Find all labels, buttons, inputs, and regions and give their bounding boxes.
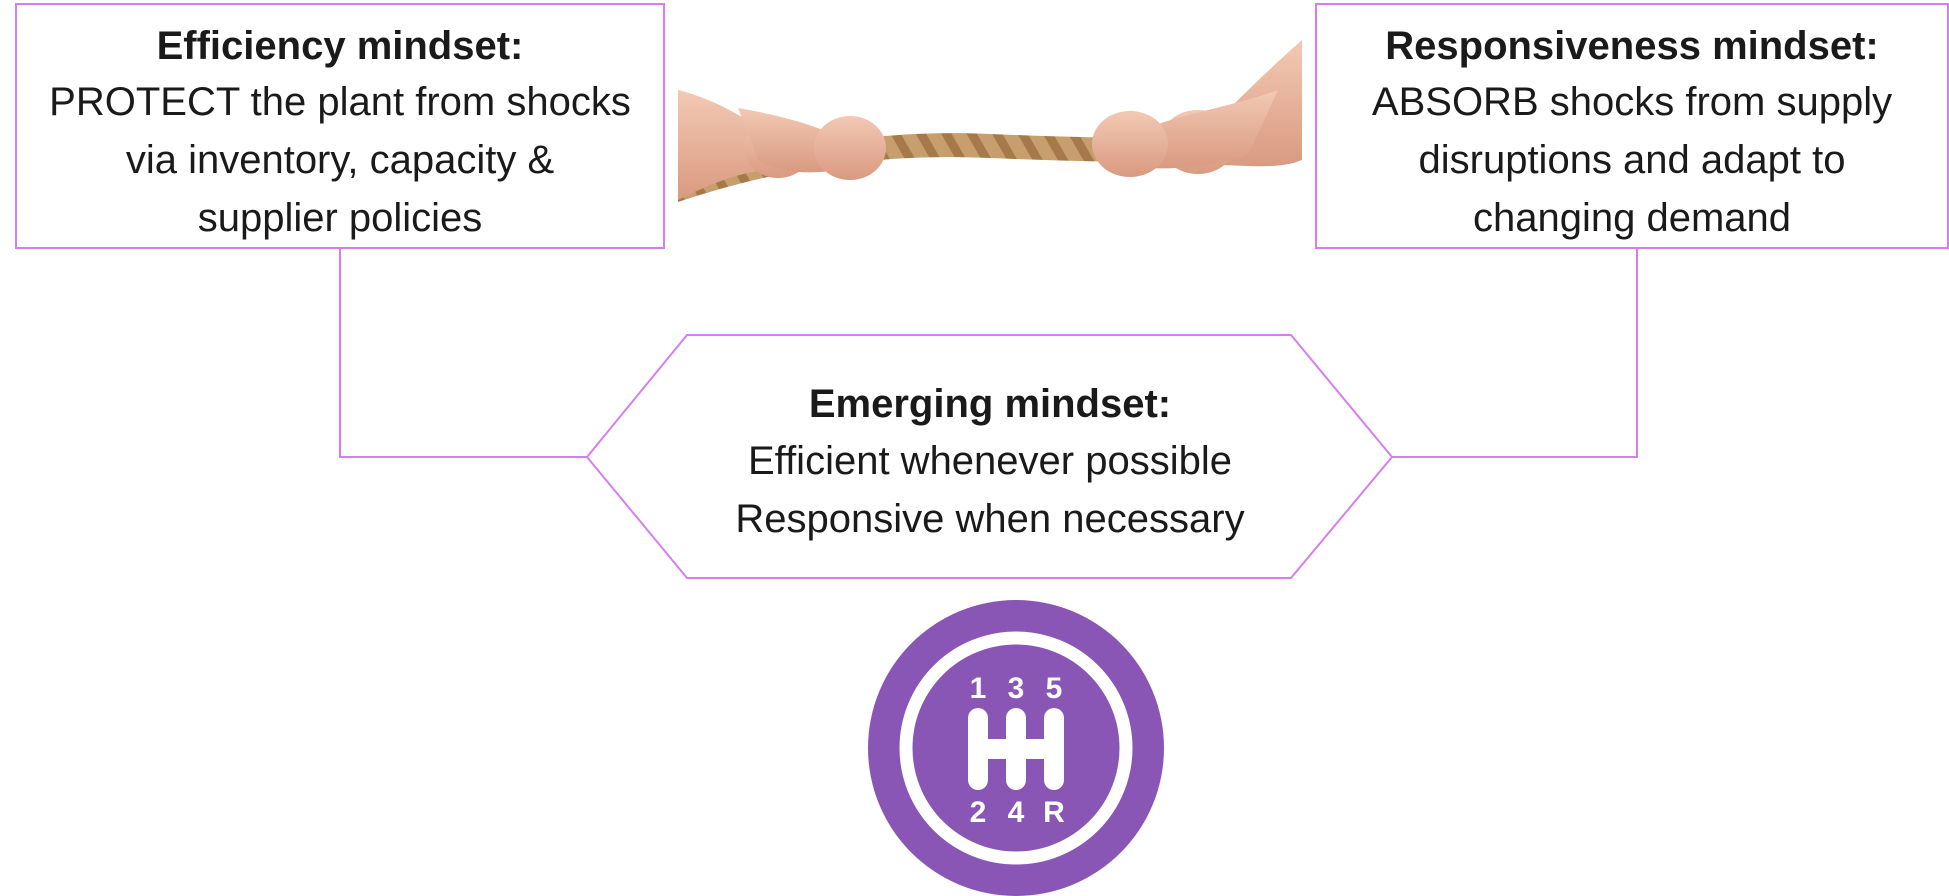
emerging-mindset-text: Emerging mindset: Efficient whenever pos…: [690, 376, 1290, 548]
efficiency-line-1: PROTECT the plant from shocks: [49, 80, 631, 124]
tug-of-war-rope-image: [678, 40, 1302, 202]
gear-number-2: 2: [970, 796, 987, 829]
emerging-line-1: Efficient whenever possible: [748, 439, 1232, 483]
gear-number-4: 4: [1008, 796, 1025, 829]
responsiveness-mindset-box: Responsiveness mindset: ABSORB shocks fr…: [1315, 3, 1949, 249]
efficiency-title: Efficiency mindset:: [156, 24, 524, 68]
left-fist-2: [814, 116, 886, 180]
left-connector: [339, 249, 587, 458]
left-arm-1: [678, 90, 773, 200]
responsiveness-line-2: disruptions and adapt to: [1418, 138, 1846, 182]
right-fist-2: [1092, 111, 1168, 177]
gear-badge-ring: [899, 631, 1133, 865]
gear-number-5: 5: [1046, 672, 1063, 705]
gear-number-r: R: [1043, 796, 1065, 829]
responsiveness-line-3: changing demand: [1472, 196, 1792, 240]
efficiency-line-2: via inventory, capacity &: [125, 138, 555, 182]
gear-number-3: 3: [1008, 672, 1025, 705]
gear-shift-icon: 1 3 5 2 4 R: [868, 600, 1164, 896]
left-arm-2: [738, 108, 838, 173]
efficiency-line-3: supplier policies: [197, 196, 483, 240]
right-connector: [1392, 249, 1638, 458]
responsiveness-title: Responsiveness mindset:: [1385, 24, 1879, 68]
right-arm-2: [1143, 90, 1278, 169]
emerging-title: Emerging mindset:: [808, 382, 1172, 426]
gear-number-1: 1: [970, 672, 987, 705]
efficiency-mindset-box: Efficiency mindset: PROTECT the plant fr…: [15, 3, 665, 249]
emerging-line-2: Responsive when necessary: [735, 497, 1245, 541]
responsiveness-line-1: ABSORB shocks from supply: [1371, 80, 1893, 124]
emerging-hexagon: [585, 334, 1394, 579]
